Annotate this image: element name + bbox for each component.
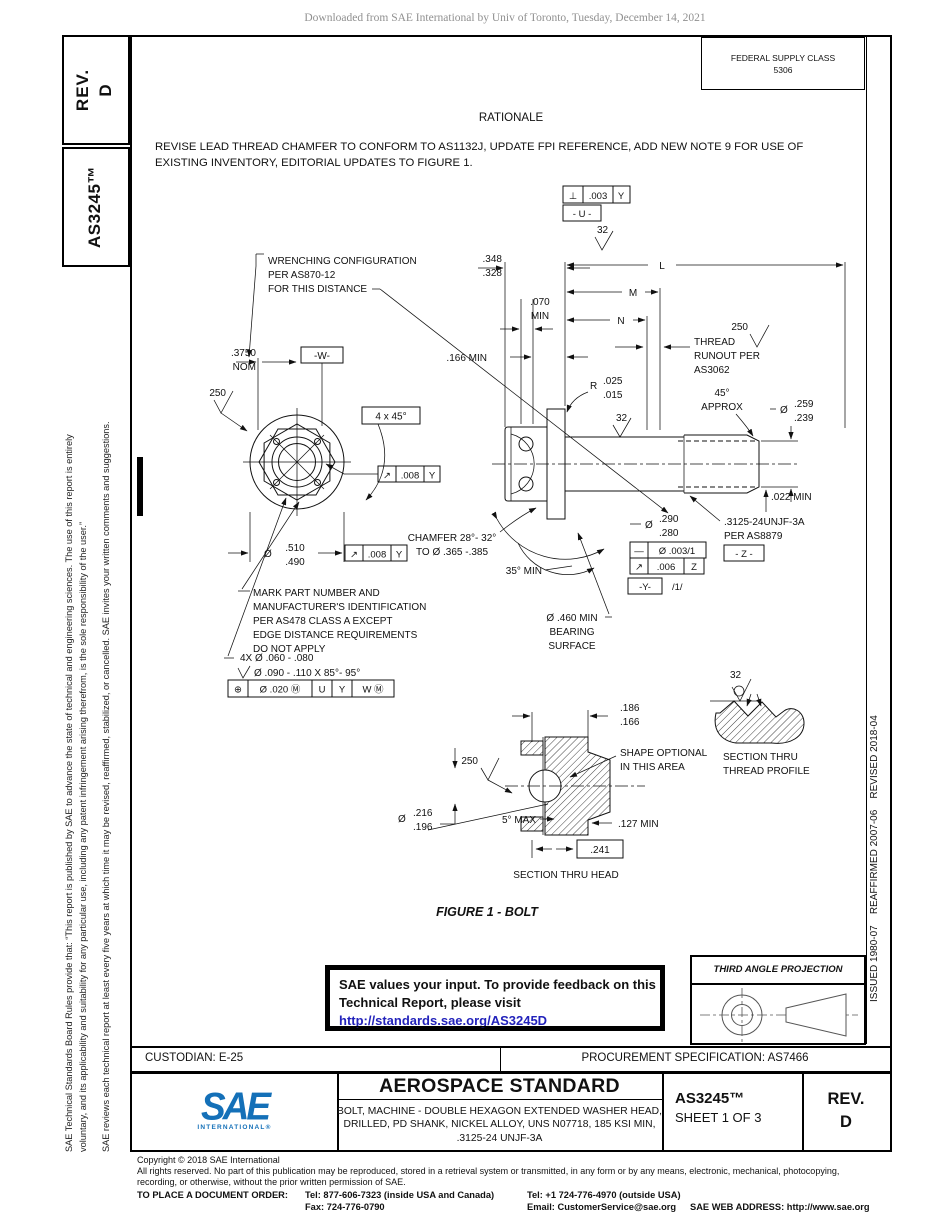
footer-order-label: TO PLACE A DOCUMENT ORDER: [137, 1190, 288, 1200]
standard-type: AEROSPACE STANDARD [337, 1074, 662, 1100]
feedback-line-2: Technical Report, please visit [339, 995, 521, 1010]
sae-logo: SAE INTERNATIONAL® [132, 1074, 337, 1150]
sae-logo-subtext: INTERNATIONAL® [197, 1124, 272, 1131]
footer-web: SAE WEB ADDRESS: http://www.sae.org [690, 1202, 870, 1212]
rev-value: D [96, 83, 115, 97]
standard-description: BOLT, MACHINE - DOUBLE HEXAGON EXTENDED … [337, 1105, 662, 1144]
footer-tel-outside: Tel: +1 724-776-4970 (outside USA) [527, 1190, 681, 1200]
rev-cell: REV. D [802, 1074, 890, 1150]
procurement-cell: PROCUREMENT SPECIFICATION: AS7466 [581, 1052, 809, 1064]
note-line-2: voluntary, and its applicability and sui… [77, 521, 88, 1152]
footer-fax: Fax: 724-776-0790 [305, 1202, 385, 1212]
drawing-frame [130, 35, 892, 1048]
sae-logo-text: SAE [200, 1084, 271, 1128]
title-block-divider-2 [662, 1073, 664, 1150]
title-block-divider-1 [337, 1073, 339, 1150]
rev-cell-value: D [840, 1112, 852, 1131]
sae-review-note: SAE reviews each technical report at lea… [101, 421, 111, 1152]
rev-tab-text: REV. D [62, 35, 130, 145]
custodian-row: CUSTODIAN: E-25 PROCUREMENT SPECIFICATIO… [130, 1046, 892, 1073]
doc-number-tab-box [62, 147, 130, 267]
frame-side-rule [866, 37, 867, 1044]
title-block-divider-3 [802, 1073, 804, 1150]
sae-board-rules-note: SAE Technical Standards Board Rules prov… [63, 287, 90, 1152]
note-line-1: SAE Technical Standards Board Rules prov… [64, 434, 74, 1152]
feedback-box: SAE values your input. To provide feedba… [325, 965, 665, 1031]
rationale-text: REVISE LEAD THREAD CHAMFER TO CONFORM TO… [155, 141, 804, 169]
rev-cell-label: REV. [827, 1089, 865, 1108]
title-block: SAE INTERNATIONAL® AEROSPACE STANDARD BO… [130, 1071, 892, 1152]
rev-label: REV. [73, 68, 92, 112]
sheet-number: SHEET 1 OF 3 [675, 1109, 762, 1125]
projection-symbol [700, 988, 858, 1042]
fsc-value: 5306 [773, 64, 793, 75]
footer-rights-2: recording, or otherwise, without the pri… [137, 1177, 406, 1187]
footer-rights-1: All rights reserved. No part of this pub… [137, 1166, 840, 1176]
feedback-line-1: SAE values your input. To provide feedba… [339, 977, 656, 992]
custodian-divider [500, 1048, 501, 1071]
doc-number-tab-text: AS3245™ [85, 166, 104, 248]
third-angle-projection-box: THIRD ANGLE PROJECTION [690, 955, 866, 1045]
federal-supply-class-box: FEDERAL SUPPLY CLASS 5306 [701, 37, 865, 90]
footer-tel-inside: Tel: 877-606-7323 (inside USA and Canada… [305, 1190, 495, 1200]
standard-cell: AEROSPACE STANDARD BOLT, MACHINE - DOUBL… [337, 1074, 662, 1150]
doc-number: AS3245™ [675, 1089, 745, 1107]
rev-tab-box [62, 35, 130, 145]
download-watermark: Downloaded from SAE International by Uni… [304, 12, 706, 24]
custodian-cell: CUSTODIAN: E-25 [145, 1052, 244, 1064]
footer-copyright: Copyright © 2018 SAE International [137, 1155, 280, 1165]
revision-change-bar [137, 457, 143, 516]
projection-title: THIRD ANGLE PROJECTION [692, 957, 864, 985]
feedback-link[interactable]: http://standards.sae.org/AS3245D [339, 1013, 548, 1028]
fsc-label: FEDERAL SUPPLY CLASS [730, 52, 836, 63]
footer-email: Email: CustomerService@sae.org [527, 1202, 677, 1212]
doc-number-cell: AS3245™ SHEET 1 OF 3 [662, 1074, 802, 1150]
rationale-title: RATIONALE [478, 112, 544, 124]
